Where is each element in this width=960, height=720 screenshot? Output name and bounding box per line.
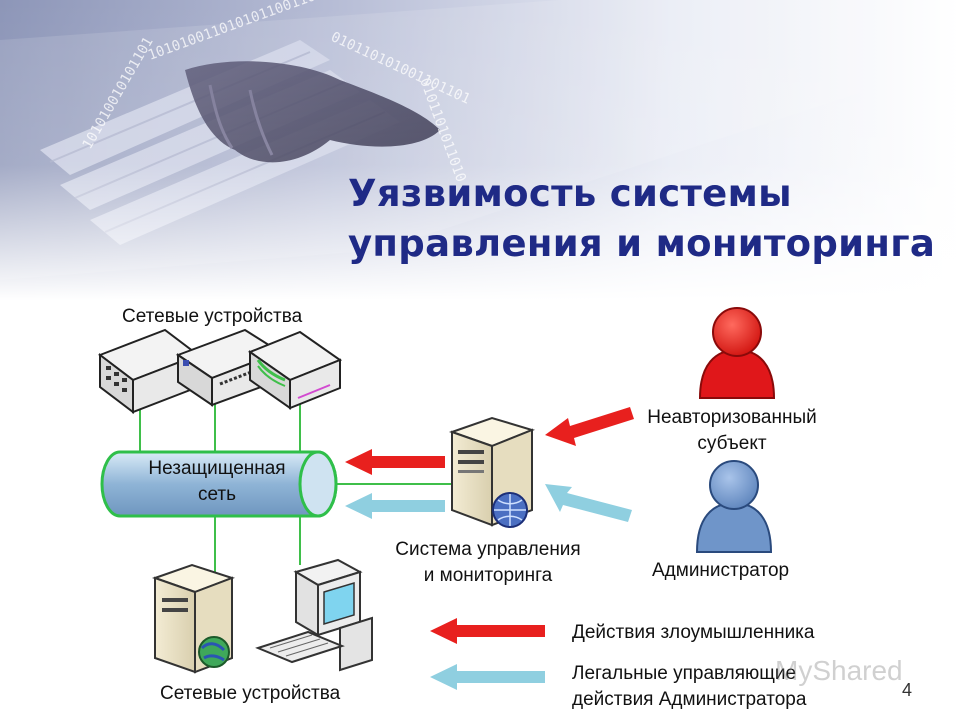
watermark: MyShared — [775, 655, 903, 686]
admin-person-icon — [695, 460, 773, 553]
network-hub-icon — [247, 330, 343, 410]
legend-intruder-arrow — [430, 618, 545, 644]
admin-arrow-to-network — [345, 493, 445, 519]
bottom-devices-label: Сетевые устройства — [160, 683, 341, 704]
legend-admin-arrow — [430, 664, 545, 690]
admin-arrow-to-server — [545, 484, 632, 522]
intruder-person-icon — [698, 307, 776, 399]
top-devices-label: Сетевые устройства — [122, 306, 303, 327]
intruder-arrow-to-network — [345, 449, 445, 475]
admin-label: Администратор — [652, 560, 790, 581]
intruder-label-line-2: субъект — [697, 433, 767, 454]
slide-title-line-2: управления и мониторинга — [348, 222, 936, 265]
slide-title-line-1: Уязвимость системы — [348, 172, 792, 215]
legend-admin-label-line-1: Легальные управляющие — [572, 663, 797, 684]
unsecured-network-pipe — [100, 450, 338, 518]
bottom-computer-icon — [255, 558, 373, 672]
legend-intruder-label: Действия злоумышленника — [572, 622, 815, 643]
network-diagram — [97, 307, 776, 690]
intruder-label-line-1: Неавторизованный — [647, 407, 817, 428]
bottom-server-icon — [151, 563, 236, 674]
legend-admin-label-line-2: действия Администратора — [572, 689, 807, 710]
system-label-line-2: и мониторинга — [423, 565, 553, 586]
network-label-line-1: Незащищенная — [148, 458, 286, 479]
header-banner-image: 1010100110101011001101001 01011010100110… — [0, 0, 960, 300]
management-server-icon — [448, 416, 536, 528]
intruder-arrow-to-server — [545, 407, 634, 446]
network-label-line-2: сеть — [197, 484, 237, 505]
page-number: 4 — [902, 680, 913, 700]
system-label-line-1: Система управления — [395, 539, 581, 560]
